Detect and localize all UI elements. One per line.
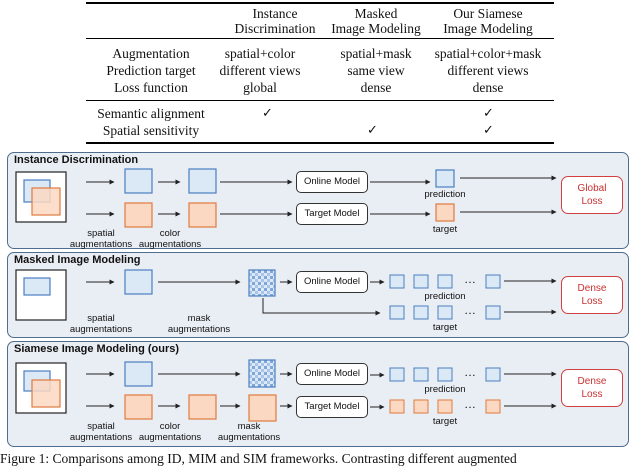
col-header-mim: Masked Image Modeling — [331, 6, 421, 36]
figure-caption: Figure 1: Comparisons among ID, MIM and … — [0, 451, 517, 466]
mim-target-dots: … — [464, 303, 476, 317]
panel-masked-image-modeling: Masked Image Modeling — [7, 252, 629, 338]
sim-spatial-aug-label: spatial augmentations — [69, 421, 133, 443]
table-top-rule — [86, 2, 554, 4]
sim-masked-view — [248, 359, 276, 388]
row-label-loss-function: Loss function — [114, 80, 188, 95]
panel-instance-discrimination: Instance Discrimination — [7, 152, 629, 249]
sim-online-model: Online Model — [296, 363, 368, 385]
check-sim-semantic: ✓ — [483, 106, 494, 121]
col-header-id: Instance Discrimination — [234, 6, 316, 36]
table-middle-rule — [86, 100, 554, 101]
id-online-model: Online Model — [296, 171, 368, 193]
table-bottom-rule — [86, 142, 554, 144]
sim-prediction-dots: … — [464, 365, 476, 379]
id-view-orange-1 — [124, 202, 153, 228]
table-header-rule — [86, 38, 554, 39]
check-sim-spatial: ✓ — [483, 123, 494, 138]
mim-prediction-dots: … — [464, 272, 476, 286]
panel-siamese-image-modeling: Siamese Image Modeling (ours) — [7, 341, 629, 447]
sim-view-blue — [124, 361, 153, 387]
cell-id-loss: global — [243, 80, 277, 95]
sim-view-orange-1 — [124, 394, 153, 420]
mim-source-image — [15, 269, 67, 321]
id-view-blue-2 — [188, 168, 217, 194]
mim-dense-loss: Dense Loss — [561, 276, 623, 314]
sim-color-aug-label: color augmentations — [138, 421, 202, 443]
cell-id-target: different views — [219, 63, 301, 78]
cell-sim-loss: dense — [472, 80, 504, 95]
sim-target-label: target — [432, 416, 458, 427]
panel-title: Siamese Image Modeling (ours) — [14, 343, 180, 355]
id-spatial-aug-label: spatial augmentations — [69, 228, 133, 250]
check-id-semantic: ✓ — [262, 106, 273, 121]
mim-prediction-label: prediction — [424, 291, 466, 302]
check-mim-spatial: ✓ — [367, 123, 378, 138]
mim-target-label: target — [432, 322, 458, 333]
id-view-blue-1 — [124, 168, 153, 194]
sim-target-dots: … — [464, 397, 476, 411]
id-target-label: target — [432, 224, 458, 235]
sim-target-squares — [389, 399, 501, 414]
row-label-semantic-alignment: Semantic alignment — [97, 106, 205, 121]
id-target-model: Target Model — [296, 203, 368, 225]
mim-prediction-squares — [389, 274, 501, 289]
id-color-aug-label: color augmentations — [138, 228, 202, 250]
sim-prediction-label: prediction — [424, 384, 466, 395]
sim-source-image — [15, 362, 67, 414]
sim-target-model: Target Model — [296, 396, 368, 418]
cell-sim-target: different views — [447, 63, 529, 78]
row-label-spatial-sensitivity: Spatial sensitivity — [102, 123, 200, 138]
id-global-loss: Global Loss — [561, 176, 623, 214]
cell-mim-target: same view — [347, 63, 405, 78]
id-view-orange-2 — [188, 202, 217, 228]
cell-mim-augmentation: spatial+mask — [340, 46, 412, 61]
row-label-prediction-target: Prediction target — [106, 63, 196, 78]
row-label-augmentation: Augmentation — [112, 46, 190, 61]
panel-title: Instance Discrimination — [14, 154, 139, 166]
id-prediction-square — [435, 169, 455, 188]
id-source-image — [15, 171, 67, 223]
mim-online-model: Online Model — [296, 271, 368, 293]
sim-view-orange-3 — [248, 394, 277, 422]
mim-masked-view — [248, 269, 276, 297]
mim-mask-aug-label: mask augmentations — [167, 313, 231, 335]
mim-spatial-aug-label: spatial augmentations — [69, 313, 133, 335]
mim-target-squares — [389, 305, 501, 320]
mim-view-blue — [124, 269, 153, 295]
cell-id-augmentation: spatial+color — [224, 46, 296, 61]
panel-title: Masked Image Modeling — [14, 254, 141, 266]
sim-dense-loss: Dense Loss — [561, 369, 623, 407]
cell-sim-augmentation: spatial+color+mask — [434, 46, 542, 61]
cell-mim-loss: dense — [360, 80, 392, 95]
sim-view-orange-2 — [188, 394, 217, 420]
id-prediction-label: prediction — [424, 189, 466, 200]
sim-prediction-squares — [389, 367, 501, 382]
id-target-square — [435, 203, 455, 222]
sim-mask-aug-label: mask augmentations — [217, 421, 281, 443]
col-header-sim: Our Siamese Image Modeling — [443, 6, 533, 36]
